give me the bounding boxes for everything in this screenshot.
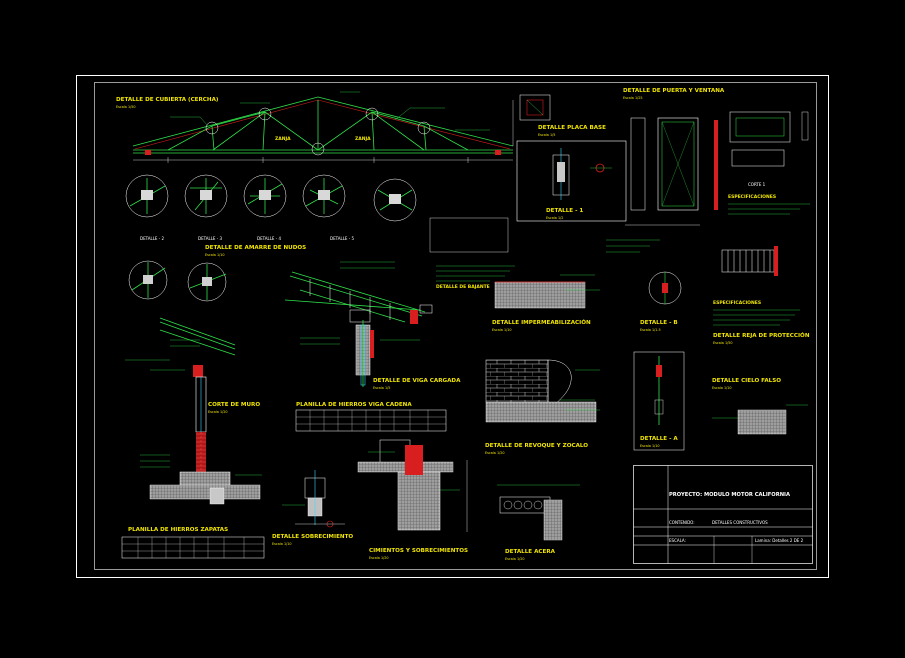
post-scale: Escala 1/10 [640,444,660,448]
foundation-detail: CIMIENTOS Y SOBRECIMIENTOS Escala 1/20 [357,439,468,560]
plate-scale: Escala 1/5 [538,133,555,137]
anchor-detail: DETALLE DE VIGA CARGADA Escala 1/5 [355,320,461,390]
rebar-table-2: PLANILLA DE HIERROS ZAPATAS [121,527,265,559]
foundation-title: CIMIENTOS Y SOBRECIMIENTOS [369,548,468,554]
sidewalk-detail: DETALLE ACERA Escala 1/20 [497,484,580,561]
column-scale: Escala 1/10 [272,542,292,546]
title-block: PROYECTO: MODULO MOTOR CALIFORNIA CONTEN… [633,465,813,564]
fence-note-title: ESPECIFICACIONES [713,300,761,306]
truss-tag-left: ZANJA [275,136,291,142]
drainage-detail: DETALLE IMPERMEABILIZACIÓN Escala 1/10 [492,274,600,332]
fence-scale: Escala 1/50 [713,341,733,345]
pin-scale: Escala 1/1.5 [640,328,661,332]
anchor-scale: Escala 1/5 [373,386,390,390]
foundation-scale: Escala 1/20 [369,556,389,560]
truss-title: DETALLE DE CUBIERTA (CERCHA) [116,97,219,103]
table1-title: PLANILLA DE HIERROS VIGA CADENA [296,402,412,408]
table2-title: PLANILLA DE HIERROS ZAPATAS [128,527,228,533]
plate-sub-scale: Escala 1/2 [546,216,563,220]
callout-3: DETALLE - 3 [198,236,222,241]
content-row-label: CONTENIDO: [669,520,695,525]
eave-notes: DETALLE DE BAJANTE [429,217,515,290]
project-name: PROYECTO: MODULO MOTOR CALIFORNIA [669,492,790,498]
door-scale: Escala 1/25 [623,96,643,100]
plate-detail: DETALLE PLACA BASE Escala 1/5 DETALLE - … [516,94,627,222]
node-details-row1 [125,174,417,222]
ceiling-detail: DETALLE CIELO FALSO Escala 1/10 [712,378,808,435]
brick-scale: Escala 1/20 [485,451,505,455]
rafter-tie-detail: DETALLE DE AMARRE DE NUDOS Escala 1/10 [128,245,306,302]
pin-title: DETALLE - B [640,320,678,326]
truss-tag-right: ZANJA [355,136,371,142]
outer-frame [76,75,829,578]
column-title: DETALLE SOBRECIMIENTO [272,534,353,540]
callout-5: DETALLE - 5 [330,236,354,241]
plate-sub-title: DETALLE - 1 [546,208,583,214]
sidewalk-title: DETALLE ACERA [505,549,556,555]
node-callout-labels: DETALLE - 2 DETALLE - 3 DETALLE - 4 DETA… [140,236,354,241]
column-detail: DETALLE SOBRECIMIENTO Escala 1/10 [272,470,353,546]
door-title: DETALLE DE PUERTA Y VENTANA [623,88,725,94]
wall-scale: Escala 1/20 [208,410,228,414]
drainage-scale: Escala 1/10 [492,328,512,332]
fence-detail: ESPECIFICACIONES DETALLE REJA DE PROTECC… [713,246,810,345]
sheet-number: Lamina: Detalles 2 DE 2 [755,538,804,543]
callout-2: DETALLE - 2 [140,236,164,241]
rafter-scale: Escala 1/10 [205,253,225,257]
post-title: DETALLE - A [640,436,678,442]
inner-frame [94,82,817,570]
drainage-title: DETALLE IMPERMEABILIZACIÓN [492,319,591,326]
anchor-title: DETALLE DE VIGA CARGADA [373,378,461,384]
wall-section: CORTE DE MURO Escala 1/20 [125,317,262,505]
pin-detail: DETALLE - B Escala 1/1.5 [640,271,682,332]
truss-detail: DETALLE DE CUBIERTA (CERCHA) Escala 1/50 [116,91,514,163]
plate-title: DETALLE PLACA BASE [538,125,606,131]
brick-title: DETALLE DE REVOQUE Y ZOCALO [485,443,588,449]
brick-detail: DETALLE DE REVOQUE Y ZOCALO Escala 1/20 [485,359,600,455]
scale-label: ESCALA: [669,538,686,543]
door-window-detail: DETALLE DE PUERTA Y VENTANA Escala 1/25 … [606,88,810,253]
callout-4: DETALLE - 4 [257,236,281,241]
rafter-title: DETALLE DE AMARRE DE NUDOS [205,245,306,251]
purlin-detail [284,261,433,345]
post-detail: DETALLE - A Escala 1/10 [633,351,685,451]
sidewalk-scale: Escala 1/20 [505,557,525,561]
rebar-table-1: PLANILLA DE HIERROS VIGA CADENA [295,402,447,432]
fence-title: DETALLE REJA DE PROTECCIÓN [713,332,810,339]
door-note-title: ESPECIFICACIONES [728,194,776,200]
door-sub-label: CORTE 1 [748,182,766,187]
content-row-text: DETALLES CONSTRUCTIVOS [712,520,768,525]
truss-scale: Escala 1/50 [116,105,136,109]
eave-note-title: DETALLE DE BAJANTE [436,284,490,290]
ceiling-scale: Escala 1/10 [712,386,732,390]
ceiling-title: DETALLE CIELO FALSO [712,378,781,384]
wall-title: CORTE DE MURO [208,402,260,408]
